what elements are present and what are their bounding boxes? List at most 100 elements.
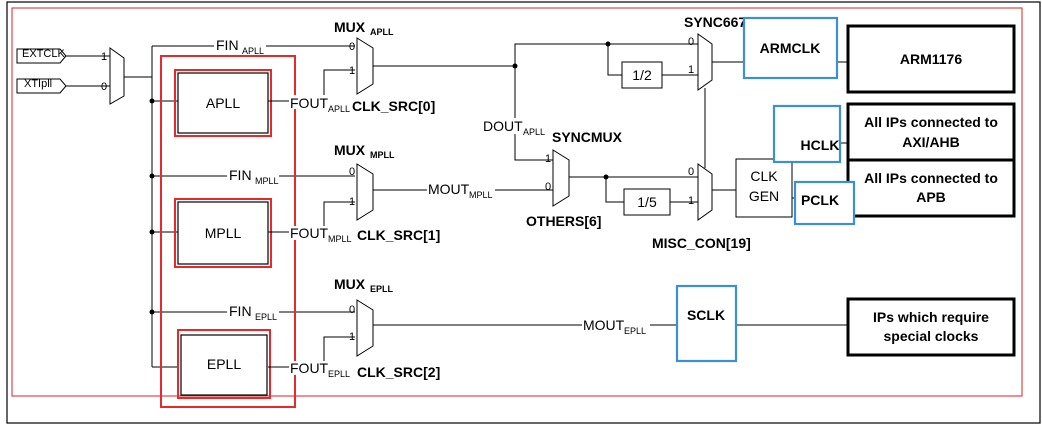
svg-text:FOUT: FOUT: [290, 95, 329, 111]
mpll-block: MPLL: [174, 198, 272, 268]
sync667-mux: SYNC667 0 1: [684, 14, 746, 91]
svg-text:0: 0: [688, 166, 694, 178]
svg-text:CLK: CLK: [750, 168, 778, 184]
input-mux-in0: 0: [101, 81, 107, 93]
svg-text:ARM1176: ARM1176: [900, 51, 962, 67]
svg-text:special clocks: special clocks: [884, 328, 979, 344]
mout-epll-label: MOUT EPLL: [582, 317, 650, 336]
svg-text:CLK_SRC[0]: CLK_SRC[0]: [352, 98, 435, 114]
special-clocks-box: IPs which require special clocks: [846, 297, 1016, 357]
svg-text:MUX: MUX: [334, 142, 366, 158]
sclk-highlight: SCLK: [675, 284, 738, 363]
svg-text:APLL: APLL: [370, 27, 394, 37]
fin-mpll-label: FIN MPLL: [227, 167, 279, 186]
svg-text:FIN: FIN: [229, 167, 252, 183]
svg-text:PCLK: PCLK: [801, 192, 839, 208]
input-xtipll: XTIpll: [16, 78, 67, 94]
misc-con-mux: 0 1 MISC_CON[19]: [652, 163, 751, 251]
epll-label: EPLL: [207, 356, 241, 372]
svg-text:All IPs connected to: All IPs connected to: [864, 170, 998, 186]
svg-text:EPLL: EPLL: [370, 284, 394, 294]
svg-text:MPLL: MPLL: [255, 176, 279, 186]
fin-epll-label: FIN EPLL: [227, 303, 279, 322]
svg-text:DOUT: DOUT: [483, 118, 523, 134]
svg-text:MUX: MUX: [334, 276, 366, 292]
svg-text:1: 1: [688, 195, 694, 207]
divider-half: [621, 61, 663, 89]
pclk-highlight: PCLK: [793, 180, 856, 226]
svg-text:1: 1: [688, 64, 694, 76]
input-mux-in1: 1: [101, 51, 107, 63]
svg-text:EPLL: EPLL: [255, 312, 277, 322]
svg-text:0: 0: [349, 304, 355, 316]
svg-text:IPs which require: IPs which require: [873, 309, 989, 325]
svg-text:MPLL: MPLL: [370, 150, 395, 160]
svg-text:EPLL: EPLL: [328, 369, 350, 379]
svg-text:1: 1: [349, 331, 355, 343]
mpll-label: MPLL: [205, 225, 242, 241]
svg-text:APLL: APLL: [242, 46, 264, 56]
axi-ahb-box: All IPs connected to AXI/AHB: [846, 102, 1016, 162]
mux-apll: MUX APLL 0 1 CLK_SRC[0]: [334, 19, 435, 114]
svg-text:CLK_SRC[2]: CLK_SRC[2]: [357, 364, 440, 380]
svg-text:All IPs connected to: All IPs connected to: [864, 114, 998, 130]
svg-text:SCLK: SCLK: [687, 307, 725, 323]
svg-text:APB: APB: [916, 189, 946, 205]
svg-text:0: 0: [349, 166, 355, 178]
svg-text:FIN: FIN: [216, 37, 239, 53]
xtipll-label: XTIpll: [24, 78, 52, 90]
svg-text:MOUT: MOUT: [583, 317, 625, 333]
divider-fifth: [623, 188, 671, 216]
svg-text:0: 0: [545, 181, 551, 193]
apll-block: APLL: [174, 69, 272, 137]
svg-text:HCLK: HCLK: [801, 137, 840, 153]
svg-text:FOUT: FOUT: [290, 225, 329, 241]
extclk-label: EXTCLK: [22, 48, 65, 60]
svg-text:EPLL: EPLL: [624, 326, 646, 336]
svg-text:SYNCMUX: SYNCMUX: [552, 129, 623, 145]
divider-fifth-label: 1/5: [637, 194, 657, 210]
input-extclk: EXTCLK: [16, 48, 67, 64]
apll-label: APLL: [206, 95, 240, 111]
hclk-highlight: HCLK: [772, 104, 842, 164]
svg-text:CLK_SRC[1]: CLK_SRC[1]: [357, 227, 440, 243]
svg-text:0: 0: [349, 41, 355, 53]
svg-text:FIN: FIN: [229, 303, 252, 319]
fout-apll-label: FOUT APLL: [289, 95, 351, 114]
svg-text:MPLL: MPLL: [328, 234, 352, 244]
arm1176-box: ARM1176: [846, 24, 1016, 94]
svg-text:GEN: GEN: [749, 188, 779, 204]
fout-mpll-label: FOUT MPLL: [289, 225, 352, 244]
svg-text:OTHERS[6]: OTHERS[6]: [526, 213, 601, 229]
svg-text:ARMCLK: ARMCLK: [760, 40, 821, 56]
svg-text:0: 0: [688, 36, 694, 48]
svg-text:APLL: APLL: [523, 127, 545, 137]
svg-text:FOUT: FOUT: [290, 360, 329, 376]
fin-apll-label: FIN APLL: [214, 37, 266, 56]
svg-text:MUX: MUX: [334, 19, 366, 35]
svg-text:APLL: APLL: [328, 104, 350, 114]
mux-mpll: MUX MPLL 0 1 CLK_SRC[1]: [334, 142, 440, 243]
epll-block: EPLL: [177, 329, 271, 399]
outer-frame: [6, 1, 1041, 424]
syncmux: SYNCMUX 1 0 OTHERS[6]: [526, 129, 623, 229]
inner-frame: [11, 7, 1023, 397]
svg-text:AXI/AHB: AXI/AHB: [902, 134, 960, 150]
svg-text:1: 1: [349, 196, 355, 208]
svg-text:MOUT: MOUT: [428, 181, 470, 197]
divider-half-label: 1/2: [632, 67, 652, 83]
mux-epll: MUX EPLL 0 1 CLK_SRC[2]: [334, 276, 440, 380]
svg-text:SYNC667: SYNC667: [684, 14, 746, 30]
dout-apll-label: DOUT APLL: [482, 118, 545, 137]
fout-epll-label: FOUT EPLL: [289, 360, 351, 379]
svg-text:MISC_CON[19]: MISC_CON[19]: [652, 235, 751, 251]
clk-gen-block: CLK GEN: [735, 158, 793, 218]
apb-box: All IPs connected to APB: [846, 158, 1016, 218]
svg-text:1: 1: [349, 65, 355, 77]
input-mux: [109, 47, 125, 105]
svg-text:MPLL: MPLL: [469, 190, 493, 200]
armclk-highlight: ARMCLK: [742, 16, 839, 80]
mout-mpll-label: MOUT MPLL: [427, 181, 495, 200]
